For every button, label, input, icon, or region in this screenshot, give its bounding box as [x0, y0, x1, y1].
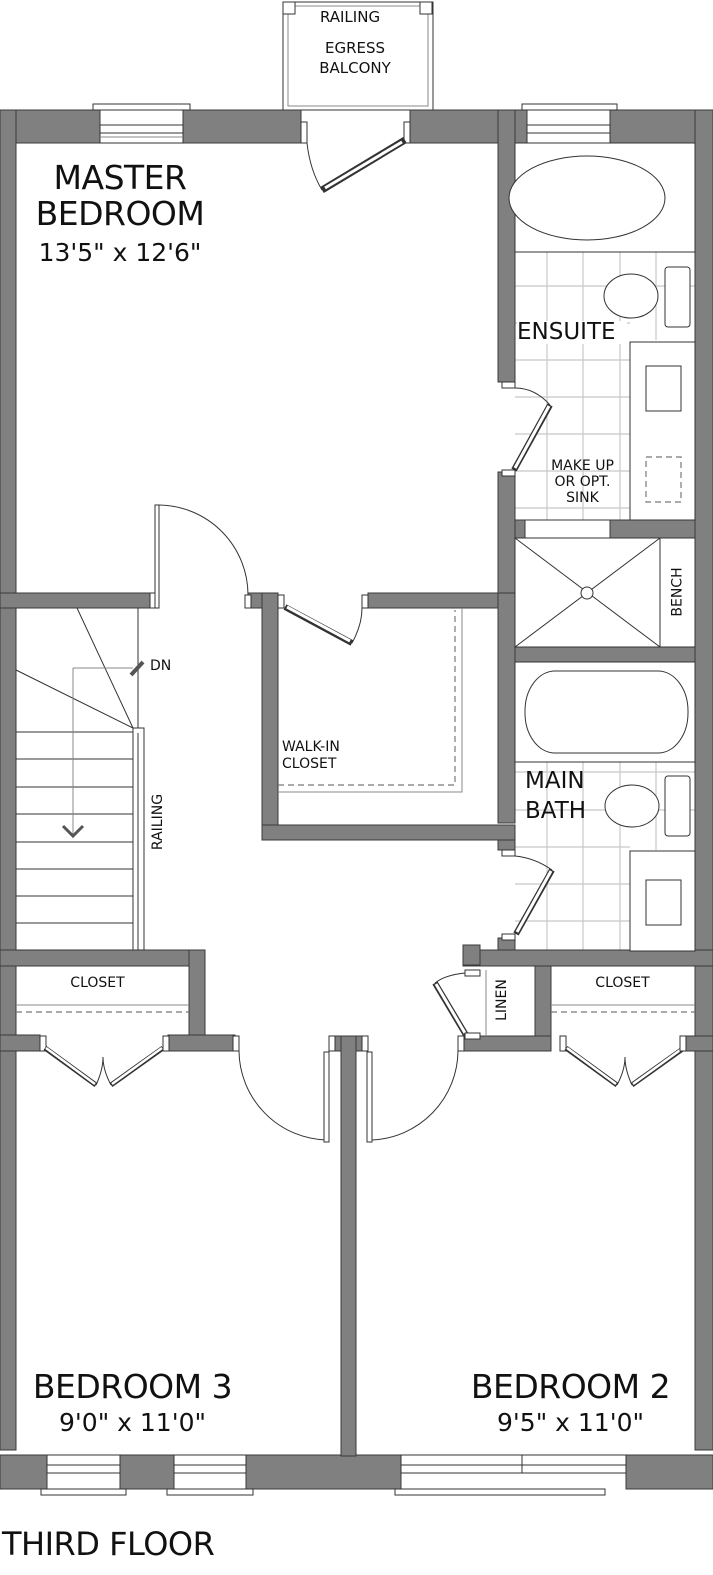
main-bath-line1: MAIN	[525, 768, 585, 794]
bedroom-3-name: BEDROOM 3	[32, 1367, 233, 1406]
doors	[39, 381, 687, 1143]
bench-label: BENCH	[669, 567, 686, 617]
walk-in-closet-label: WALK-IN CLOSET	[282, 739, 352, 773]
floor-title: THIRD FLOOR	[2, 1525, 215, 1563]
egress-balcony	[282, 1, 434, 111]
ensuite-fixtures	[508, 142, 696, 648]
master-name-line2: BEDROOM	[35, 194, 205, 233]
egress-label-line2: BALCONY	[319, 59, 391, 77]
master-bedroom-name: MASTER BEDROOM	[20, 160, 220, 232]
interior-walls	[0, 109, 713, 1457]
balcony-railing-label: RAILING	[319, 8, 381, 26]
bedroom-3-dimensions: 9'0" x 11'0"	[59, 1408, 206, 1437]
linen-text: LINEN	[494, 979, 510, 1021]
walk-in-line1: WALK-IN	[282, 739, 340, 755]
makeup-line2: OR OPT.	[554, 474, 611, 490]
master-name-line1: MASTER	[53, 158, 187, 197]
stair-railing-label: RAILING	[150, 793, 166, 851]
walk-in-line2: CLOSET	[282, 756, 337, 772]
makeup-line3: SINK	[566, 490, 599, 506]
makeup-line1: MAKE UP	[551, 458, 614, 474]
makeup-sink-label: MAKE UP OR OPT. SINK	[540, 458, 625, 506]
master-bedroom-dimensions: 13'5" x 12'6"	[38, 238, 202, 267]
main-bath-line2: BATH	[525, 798, 587, 824]
staircase	[15, 607, 145, 951]
windows	[40, 103, 627, 1496]
main-bath-label: MAIN BATH	[525, 766, 605, 826]
bedroom-2-dimensions: 9'5" x 11'0"	[497, 1408, 644, 1437]
bedroom-2-name: BEDROOM 2	[470, 1367, 671, 1406]
egress-label-line1: EGRESS	[324, 39, 386, 57]
stairs-down-label: DN	[150, 658, 172, 674]
linen-label: LINEN	[472, 979, 532, 1021]
closet-right-label: CLOSET	[595, 975, 650, 991]
main-bath-fixtures	[514, 661, 696, 952]
egress-balcony-label: EGRESS BALCONY	[305, 38, 405, 78]
closet-shelves	[16, 608, 695, 1013]
balcony-door	[300, 121, 411, 193]
exterior-walls	[0, 109, 713, 1490]
ensuite-label: ENSUITE	[517, 321, 627, 344]
closet-left-label: CLOSET	[70, 975, 125, 991]
